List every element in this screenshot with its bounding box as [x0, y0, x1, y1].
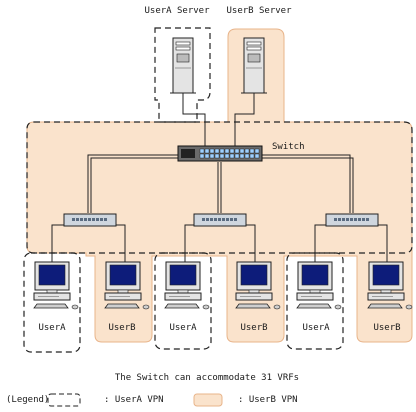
- server-userb-label: UserB Server: [226, 6, 292, 16]
- legend-userb-swatch: [193, 393, 223, 407]
- access-switch-1: [63, 213, 117, 227]
- terminal-label-5: UserA: [302, 323, 330, 333]
- terminal-pc-5: [296, 261, 342, 310]
- legend: (Legend) : UserA VPN : UserB VPN: [6, 393, 298, 407]
- link-core-right-2: [262, 157, 354, 213]
- legend-title: (Legend): [6, 395, 49, 405]
- core-switch-label: Switch: [272, 142, 305, 152]
- userb-vpn-regions: [26, 28, 413, 343]
- terminal-pc-3: [164, 261, 210, 310]
- vrf-caption: The Switch can accommodate 31 VRFs: [115, 373, 299, 383]
- terminals: [33, 261, 413, 310]
- terminal-label-4: UserB: [240, 323, 267, 333]
- legend-usera-label: : UserA VPN: [104, 395, 164, 405]
- access-switch-3: [325, 213, 379, 227]
- core-switch: [177, 145, 263, 162]
- server-userb: [241, 37, 267, 94]
- terminal-label-1: UserA: [38, 323, 66, 333]
- link-core-left-2: [90, 157, 178, 213]
- link-core-left: [87, 154, 178, 213]
- legend-usera-swatch: [47, 393, 81, 407]
- usera-vpn-server-region: [154, 27, 211, 123]
- userb-vpn-main-region: [26, 28, 413, 343]
- link-server-a: [182, 93, 206, 147]
- terminal-pc-6: [367, 261, 413, 310]
- terminal-pc-2: [104, 261, 150, 310]
- link-core-right: [262, 154, 351, 213]
- terminal-label-6: UserB: [373, 323, 400, 333]
- server-usera-label: UserA Server: [144, 6, 210, 16]
- terminal-pc-4: [235, 261, 281, 310]
- access-switch-2: [193, 213, 247, 227]
- usera-vpn-switch-region: [26, 121, 413, 254]
- terminal-pc-1: [33, 261, 79, 310]
- legend-userb-label: : UserB VPN: [238, 395, 298, 405]
- usera-vpn-terminal-region-2: [154, 252, 212, 350]
- link-server-b: [234, 93, 255, 147]
- terminal-label-3: UserA: [169, 323, 197, 333]
- terminal-label-2: UserB: [108, 323, 135, 333]
- server-usera: [170, 37, 196, 94]
